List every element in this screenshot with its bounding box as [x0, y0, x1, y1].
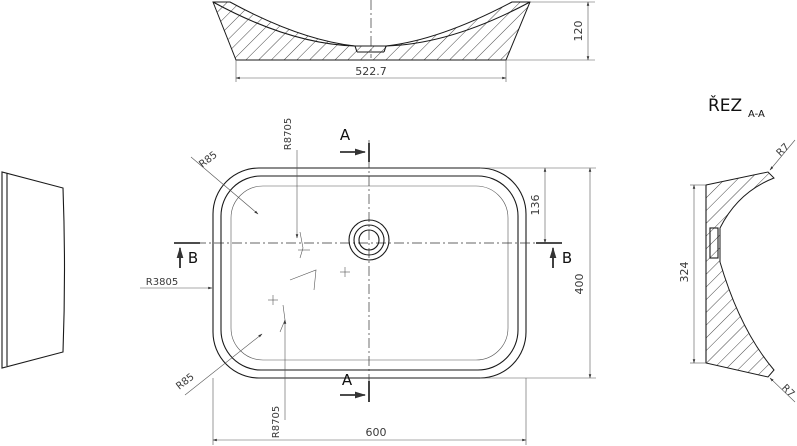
drain-inner-circle	[358, 229, 380, 251]
radius-r7-bottom: R7	[779, 383, 796, 400]
plan-inner-rim	[220, 175, 519, 371]
top-view-drain-left	[354, 45, 358, 53]
drain-outer-circle	[348, 219, 390, 261]
section-b-left-label: B	[188, 249, 198, 267]
top-view-drain-right	[383, 45, 387, 53]
leader-r7-bottom	[769, 377, 796, 403]
left-side-view	[1, 171, 66, 369]
leader-r85-bottom	[184, 333, 263, 396]
top-width-dimension: 522.7	[355, 65, 387, 78]
offset-dimension: 136	[529, 195, 542, 216]
section-title: ŘEZ	[708, 94, 742, 116]
plan-width-dimension: 600	[366, 426, 387, 439]
plan-basin-edge	[230, 185, 509, 361]
curvature-mark-bottom	[279, 304, 286, 333]
section-height-dimension: 324	[678, 262, 691, 283]
top-view-inner-surface	[212, 1, 531, 47]
section-b-right-label: B	[562, 249, 572, 267]
plan-outer-rim	[212, 167, 527, 379]
section-a-bottom-label: A	[342, 371, 353, 389]
radius-r8705-bottom: R8705	[271, 406, 282, 438]
plan-height-dimension: 400	[573, 274, 586, 295]
radius-r7-top: R7	[775, 142, 792, 159]
section-drain-slot	[709, 227, 719, 259]
top-view-hatched-profile	[212, 1, 531, 61]
drain-middle-circle	[353, 224, 385, 256]
top-height-dimension: 120	[572, 21, 585, 42]
leader-r85-top	[190, 156, 259, 215]
section-view: ŘEZ A-A 324 R7 R7	[678, 94, 796, 403]
radius-r8705-top: R8705	[283, 118, 294, 150]
leader-r7-top	[769, 139, 796, 171]
curvature-mark-center	[289, 269, 317, 291]
section-hatched-profile	[705, 171, 775, 378]
side-view-outline	[1, 171, 66, 369]
top-elevation-view: 522.7 120	[212, 0, 595, 82]
curvature-mark-top	[299, 231, 304, 259]
section-a-top-label: A	[340, 126, 351, 144]
section-title-suffix: A-A	[748, 109, 765, 120]
radius-r85-top: R85	[197, 150, 219, 171]
radius-r85-bottom: R85	[174, 372, 196, 393]
plan-view: A A B B R85 R85 R8705 R8705	[140, 118, 596, 445]
radius-r3805: R3805	[146, 277, 178, 288]
